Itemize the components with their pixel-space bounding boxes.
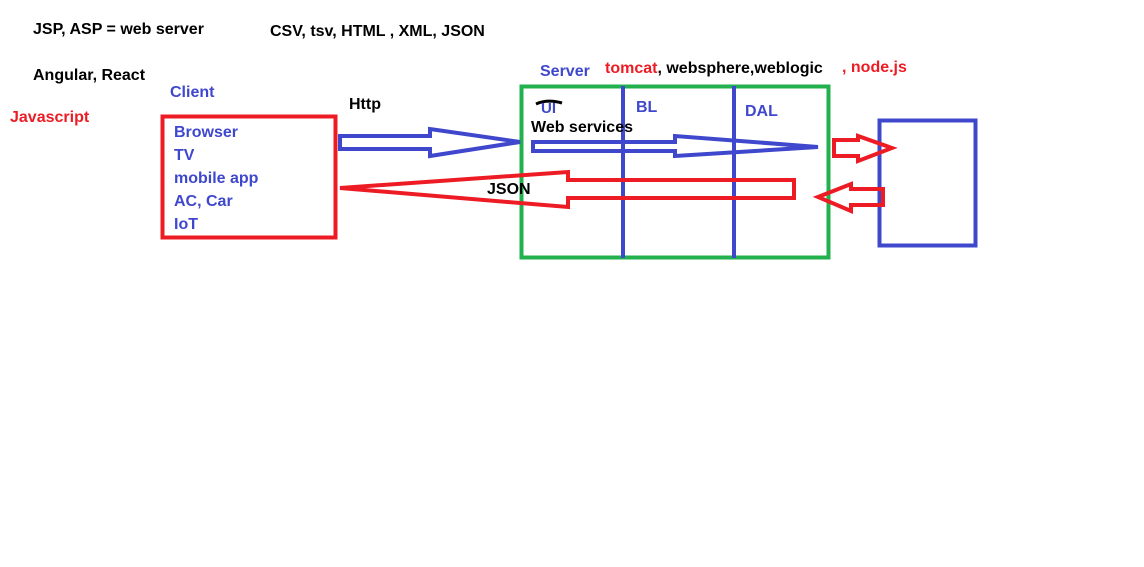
note-formats: CSV, tsv, HTML , XML, JSON bbox=[270, 23, 485, 40]
json-response-arrow bbox=[339, 169, 796, 210]
server-box bbox=[519, 84, 831, 260]
server-products: tomcat, websphere,weblogic bbox=[605, 61, 823, 77]
from-database-arrow bbox=[812, 181, 885, 215]
layer-dal-label: DAL bbox=[745, 103, 778, 120]
database-box bbox=[877, 118, 978, 248]
http-request-arrow bbox=[338, 126, 521, 159]
note-javascript: Javascript bbox=[10, 109, 90, 126]
client-item-browser: Browser bbox=[174, 124, 239, 141]
client-item-ac-car: AC, Car bbox=[174, 193, 233, 210]
web-services-label: Web services bbox=[531, 119, 633, 136]
client-title: Client bbox=[170, 84, 215, 101]
product-node: , node.js bbox=[842, 59, 907, 76]
product-tomcat: tomcat bbox=[605, 60, 658, 77]
note-frameworks: Angular, React bbox=[33, 67, 146, 84]
client-item-iot: IoT bbox=[174, 216, 198, 233]
client-item-tv: TV bbox=[174, 147, 195, 164]
layer-ui-label: UI bbox=[541, 100, 556, 117]
product-others: , websphere,weblogic bbox=[657, 60, 823, 77]
client-list: Browser TV mobile app AC, Car IoT bbox=[174, 121, 258, 236]
http-label: Http bbox=[349, 96, 381, 113]
client-box bbox=[160, 114, 338, 240]
json-label: JSON bbox=[487, 181, 531, 198]
ui-strikethrough bbox=[535, 99, 563, 106]
to-database-arrow bbox=[832, 133, 898, 164]
server-title: Server bbox=[540, 63, 590, 80]
layer-bl-label: BL bbox=[636, 99, 658, 116]
client-item-mobile-app: mobile app bbox=[174, 170, 259, 187]
web-services-arrow bbox=[531, 133, 819, 159]
note-jsp-asp: JSP, ASP = web server bbox=[33, 21, 204, 38]
